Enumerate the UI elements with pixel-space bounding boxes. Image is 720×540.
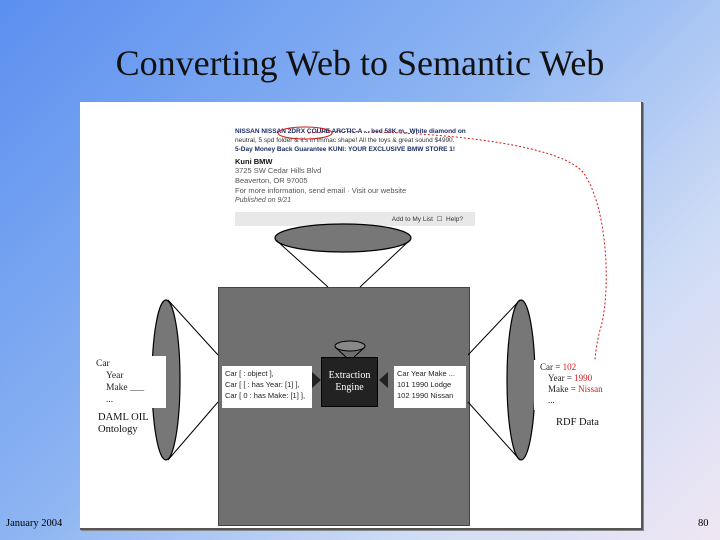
ad-address-2: Beaverton, OR 97005 (235, 176, 308, 185)
rdf-make-value: Nissan (578, 384, 603, 394)
objects-line-3: Car [ 0 : has Make: [1] ], (225, 391, 306, 400)
top-funnel-left-edge (275, 239, 329, 288)
objects-line-1: Car [ : object ], (225, 369, 274, 378)
ad-business: Kuni BMW (235, 157, 273, 166)
left-funnel-top-edge (167, 299, 219, 356)
classified-ad: NISSAN NISSAN 2DRX COUPE ARCTIC A ... be… (235, 127, 475, 225)
ontology-line-3: Make ___ (106, 383, 145, 393)
engine-line-2: Engine (335, 382, 364, 393)
objects-line-2: Car [ [ : has Year: [1] ], (225, 380, 300, 389)
table-line-2: 101 1990 Lodge (397, 380, 452, 389)
objects-card: Car [ : object ], Car [ [ : has Year: [1… (222, 366, 312, 408)
ad-highlight-ellipse (277, 126, 333, 140)
rdf-line-2: Year = 1990 (540, 373, 629, 384)
right-engine-arrow (379, 372, 388, 388)
rdf-line-1: Car = 102 (540, 362, 629, 373)
top-funnel-right-edge (359, 239, 411, 288)
engine-funnel-ellipse (334, 340, 366, 352)
ad-line-3: 5-Day Money Back Guarantee KUNI: YOUR EX… (235, 146, 456, 153)
table-line-1: Car Year Make ... (397, 369, 455, 378)
top-funnel-ellipse (274, 223, 412, 253)
rdf-line-1-prefix: Car = (540, 362, 563, 372)
engine-funnel-left (334, 346, 347, 358)
ontology-card: Car Year Make ___ ... (90, 356, 166, 408)
rdf-line-2-prefix: Year = (548, 373, 575, 383)
ontology-caption-2: Ontology (98, 424, 138, 435)
ontology-line-4: ... (106, 395, 114, 405)
ad-line-1: NISSAN NISSAN 2DRX COUPE ARCTIC A ... be… (235, 128, 466, 135)
ontology-line-2: Year (106, 371, 124, 381)
table-card: Car Year Make ... 101 1990 Lodge 102 199… (394, 366, 466, 408)
ad-posted: Published on 9/21 (235, 197, 292, 204)
rdf-line-3: Make = Nissan (540, 384, 629, 395)
help-link[interactable]: Help? (446, 216, 463, 223)
table-line-3: 102 1990 Nissan (397, 391, 454, 400)
add-to-list-link[interactable]: Add to My List (391, 216, 433, 223)
right-funnel-ellipse (506, 299, 536, 461)
slide-number: 80 (698, 518, 709, 529)
right-funnel-bottom-edge (467, 401, 521, 461)
rdf-car-value: 102 (562, 362, 577, 372)
right-funnel-top-edge (467, 299, 521, 356)
engine-line-1: Extraction (328, 370, 371, 381)
ad-address-1: 3725 SW Cedar Hills Blvd (235, 166, 322, 175)
rdf-card: Car = 102 Year = 1990 Make = Nissan ... (534, 360, 632, 410)
rdf-caption: RDF Data (556, 417, 599, 428)
rdf-line-4: ... (548, 395, 555, 405)
footer-date: January 2004 (6, 518, 63, 529)
rdf-line-3-prefix: Make = (548, 384, 579, 394)
rdf-year-value: 1990 (574, 373, 593, 383)
ontology-caption: DAML OIL Ontology (98, 412, 149, 436)
extraction-engine: Extraction Engine (321, 357, 378, 407)
ontology-line-1: Car (96, 359, 110, 369)
ad-action-bar: Add to My List ☐ Help? (235, 212, 475, 226)
ad-more-info: For more information, send email · Visit… (235, 186, 407, 195)
engine-funnel-right (353, 346, 366, 358)
ad-line-2: neutral, 5 spd folder & it's in immac sh… (235, 137, 455, 144)
left-engine-arrow (312, 372, 321, 388)
left-funnel-bottom-edge (167, 401, 219, 461)
ad-links: Add to My List ☐ Help? (391, 216, 463, 223)
ontology-caption-1: DAML OIL (98, 412, 149, 423)
slide-title: Converting Web to Semantic Web (115, 43, 605, 83)
